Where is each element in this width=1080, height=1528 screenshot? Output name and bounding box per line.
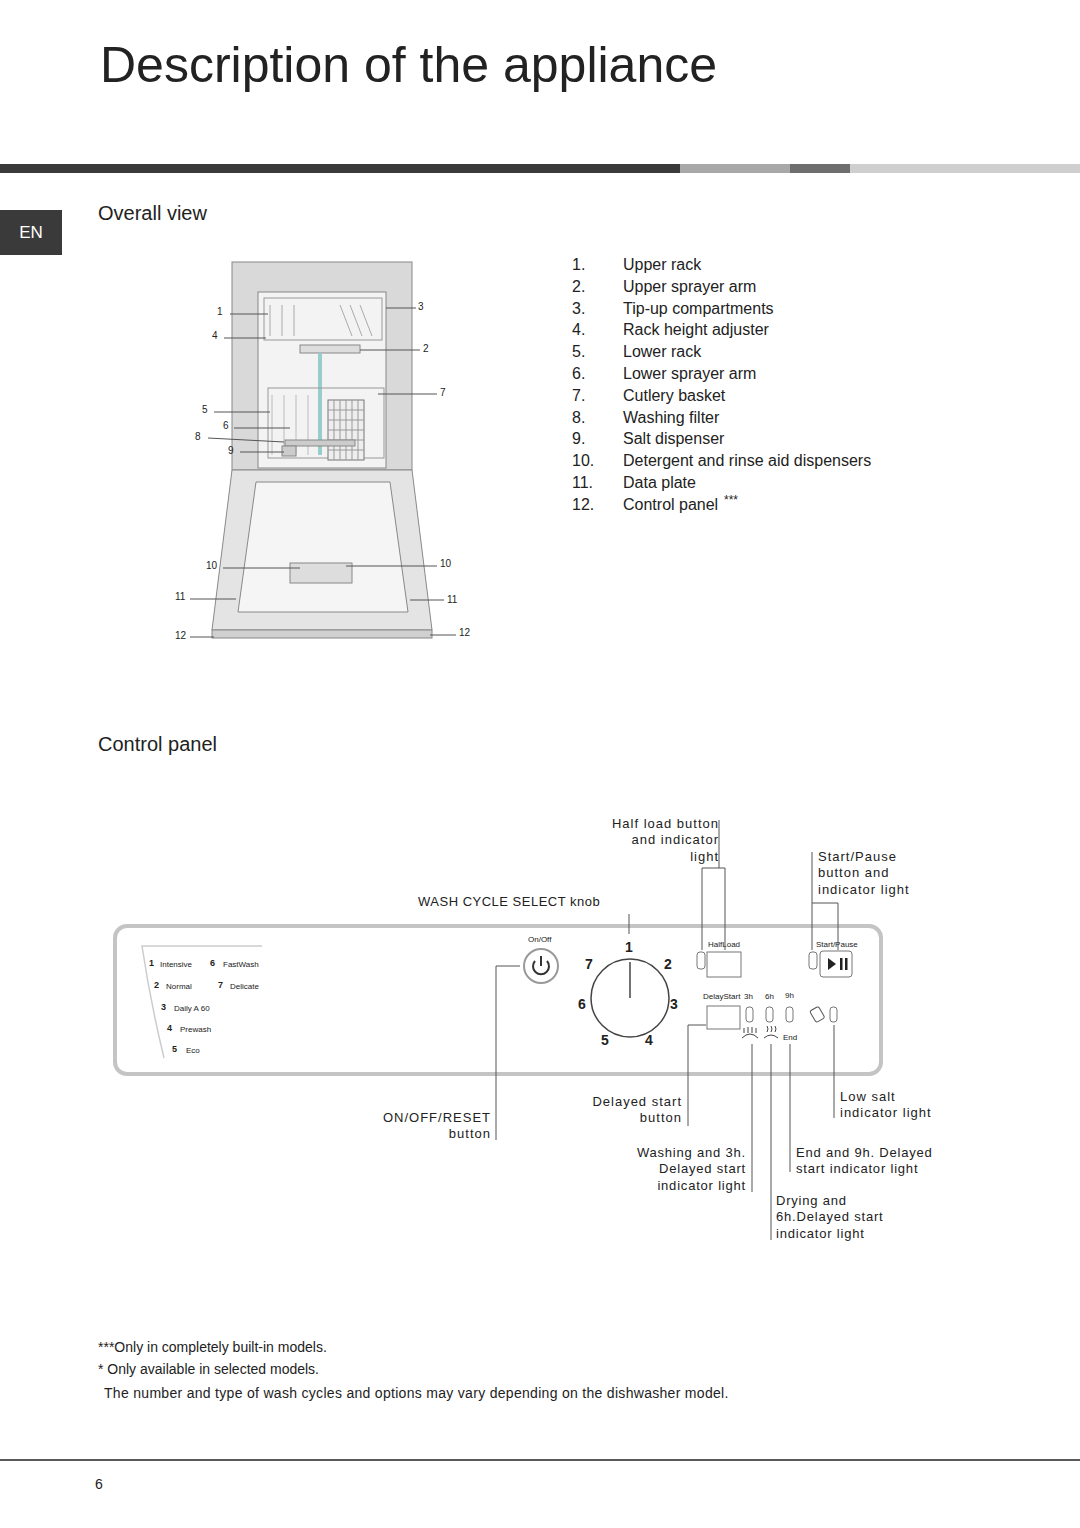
callout-label: Half load button and indicator light — [601, 816, 719, 865]
part-name: Washing filter — [623, 408, 719, 428]
list-number: 4. — [572, 320, 585, 340]
callout-number: 5 — [202, 404, 208, 417]
knob-number: 2 — [664, 956, 672, 974]
button-caption: Start/Pause — [816, 940, 858, 950]
knob-number: 7 — [585, 956, 593, 974]
part-name: Lower rack — [623, 342, 701, 362]
part-name: Cutlery basket — [623, 386, 725, 406]
list-number: 7. — [572, 386, 585, 406]
footnote: The number and type of wash cycles and o… — [104, 1385, 729, 1403]
callout-label: WASH CYCLE SELECT knob — [418, 894, 600, 910]
list-number: 3. — [572, 299, 585, 319]
part-name: Rack height adjuster — [623, 320, 769, 340]
callout-number: 12 — [175, 630, 186, 643]
callout-label: Delayed start button — [578, 1094, 682, 1127]
list-number: 5. — [572, 342, 585, 362]
language-tab: EN — [0, 210, 62, 255]
list-number: 6. — [572, 364, 585, 384]
button-caption: DelayStart — [703, 992, 740, 1002]
callout-label: Start/Pause button and indicator light — [818, 849, 936, 898]
page-number: 6 — [95, 1476, 103, 1494]
program-name: Delicate — [230, 982, 259, 992]
callout-number: 2 — [423, 343, 429, 356]
header-bar — [680, 164, 790, 173]
program-number: 2 — [154, 980, 159, 991]
header-bar — [0, 164, 680, 173]
list-number: 12. — [572, 495, 594, 515]
knob-number: 5 — [601, 1032, 609, 1050]
callout-number: 12 — [459, 627, 470, 640]
callout-label: ON/OFF/RESET button — [369, 1110, 491, 1143]
callout-label: Washing and 3h. Delayed start indicator … — [614, 1145, 746, 1194]
part-name: Upper sprayer arm — [623, 277, 756, 297]
callout-number: 10 — [440, 558, 451, 571]
indicator-caption: End — [783, 1033, 797, 1043]
part-name: Lower sprayer arm — [623, 364, 756, 384]
callout-number: 6 — [223, 420, 229, 433]
part-name: Upper rack — [623, 255, 701, 275]
part-name: Control panel — [623, 495, 718, 515]
footnote-mark: *** — [724, 493, 738, 508]
program-number: 1 — [149, 958, 154, 969]
part-name: Detergent and rinse aid dispensers — [623, 451, 871, 471]
list-number: 9. — [572, 429, 585, 449]
footnote: * Only available in selected models. — [98, 1361, 319, 1379]
indicator-caption: 3h — [744, 992, 753, 1002]
button-caption: On/Off — [528, 935, 551, 945]
program-name: Daily A 60 — [174, 1004, 210, 1014]
part-name: Salt dispenser — [623, 429, 724, 449]
callout-number: 10 — [206, 560, 217, 573]
page-title: Description of the appliance — [100, 34, 717, 97]
knob-number: 6 — [578, 996, 586, 1014]
callout-number: 3 — [418, 301, 424, 314]
footer-rule — [0, 1459, 1080, 1461]
callout-label: Low salt indicator light — [840, 1089, 952, 1122]
program-name: Intensive — [160, 960, 192, 970]
program-number: 6 — [210, 958, 215, 969]
section-heading: Control panel — [98, 732, 217, 757]
callout-number: 1 — [217, 306, 223, 319]
list-number: 2. — [572, 277, 585, 297]
list-number: 10. — [572, 451, 594, 471]
callout-number: 4 — [212, 330, 218, 343]
section-heading: Overall view — [98, 201, 207, 226]
callout-number: 11 — [175, 591, 185, 604]
part-name: Data plate — [623, 473, 696, 493]
program-name: Eco — [186, 1046, 200, 1056]
callout-number: 9 — [228, 445, 234, 458]
callout-number: 8 — [195, 431, 201, 444]
program-number: 4 — [167, 1023, 172, 1034]
program-number: 3 — [161, 1002, 166, 1013]
callout-number: 11 — [447, 594, 457, 607]
dishwasher-illustration — [190, 262, 456, 638]
program-name: Prewash — [180, 1025, 211, 1035]
list-number: 11. — [572, 473, 593, 493]
program-number: 7 — [218, 980, 223, 991]
program-name: Normal — [166, 982, 192, 992]
callout-label: Drying and 6h.Delayed start indicator li… — [776, 1193, 908, 1242]
knob-number: 4 — [645, 1032, 653, 1050]
button-caption: HalfLoad — [708, 940, 740, 950]
footnote: ***Only in completely built-in models. — [98, 1339, 327, 1357]
callout-number: 7 — [440, 387, 446, 400]
indicator-caption: 9h — [785, 991, 794, 1001]
knob-number: 1 — [625, 939, 633, 957]
part-name: Tip-up compartments — [623, 299, 774, 319]
leader-lines — [496, 820, 838, 1240]
header-bar — [850, 164, 1080, 173]
program-name: FastWash — [223, 960, 259, 970]
knob-number: 3 — [670, 996, 678, 1014]
control-panel-drawing — [115, 926, 881, 1074]
indicator-caption: 6h — [765, 992, 774, 1002]
callout-label: End and 9h. Delayed start indicator ligh… — [796, 1145, 956, 1178]
tab-label: EN — [19, 223, 43, 243]
program-number: 5 — [172, 1044, 177, 1055]
header-bar — [790, 164, 850, 173]
list-number: 1. — [572, 255, 585, 275]
list-number: 8. — [572, 408, 585, 428]
